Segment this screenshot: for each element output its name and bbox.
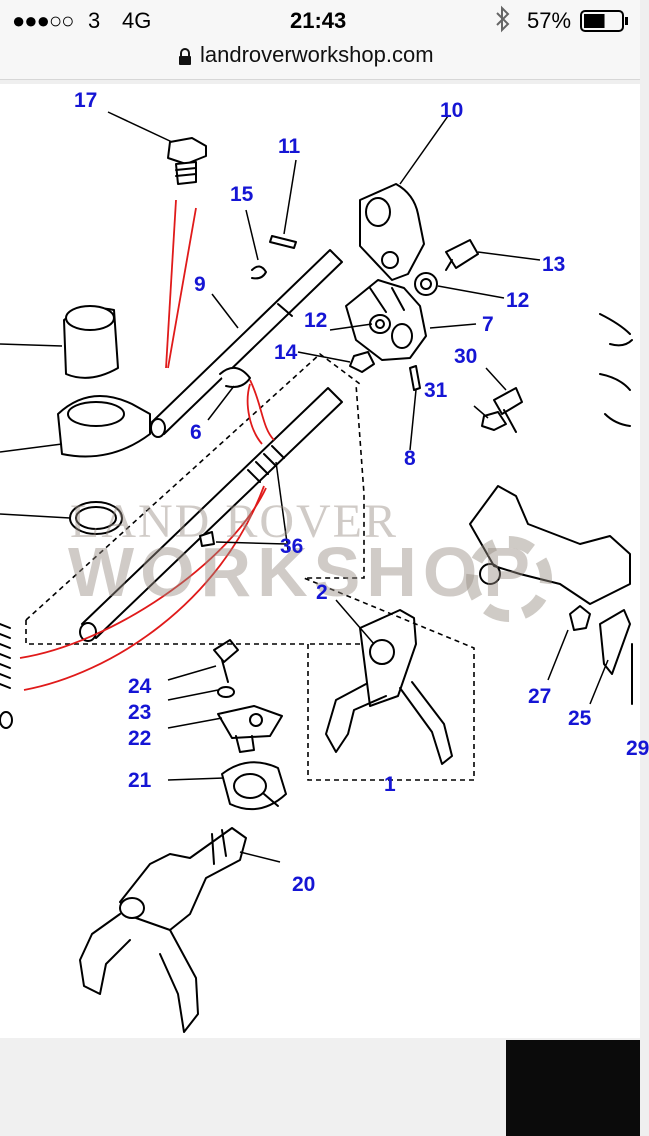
callout-29: 29 [626,737,649,760]
watermark-line-2: WORKSHOP [68,533,536,611]
callout-8: 8 [404,447,416,470]
exploded-view-drawing [0,111,633,1033]
watermark-gear-icon [466,536,552,622]
carrier-name: 3 [88,8,101,33]
callout-27: 27 [528,685,552,708]
callout-13: 13 [542,253,566,276]
status-bar: ●●●○○ 3 4G 21:43 57% [0,0,640,40]
battery-percent: 57% [527,8,572,33]
parts-diagram: LAND ROVER WORKSHOP 17 11 10 15 13 9 12 … [0,84,649,1038]
callout-1: 1 [384,773,396,796]
signal-strength-icon: ●●●○○ [12,8,74,33]
callout-25: 25 [568,707,592,730]
callout-30: 30 [454,345,478,368]
callout-2: 2 [316,581,328,604]
dark-panel [506,1040,640,1136]
callout-23: 23 [128,701,152,724]
watermark-line-1: LAND ROVER [70,495,398,548]
callout-6: 6 [190,421,202,444]
callout-20: 20 [292,873,316,896]
callout-36: 36 [280,535,304,558]
callout-14: 14 [274,341,298,364]
address-bar[interactable]: landroverworkshop.com [0,40,640,80]
callout-15: 15 [230,183,254,206]
callout-21: 21 [128,769,152,792]
network-type: 4G [122,8,152,33]
callout-24: 24 [128,675,152,698]
callout-10: 10 [440,99,464,122]
callout-22: 22 [128,727,152,750]
clock-time: 21:43 [290,8,347,33]
page-url[interactable]: landroverworkshop.com [200,42,434,67]
callout-7: 7 [482,313,494,336]
lock-icon [178,48,192,71]
callout-12b: 12 [304,309,328,332]
bluetooth-icon [494,5,512,39]
callout-17: 17 [74,89,98,112]
callout-11: 11 [278,135,301,158]
callout-31: 31 [424,379,448,402]
battery-icon [580,10,630,38]
callout-12a: 12 [506,289,530,312]
callout-9: 9 [194,273,206,296]
